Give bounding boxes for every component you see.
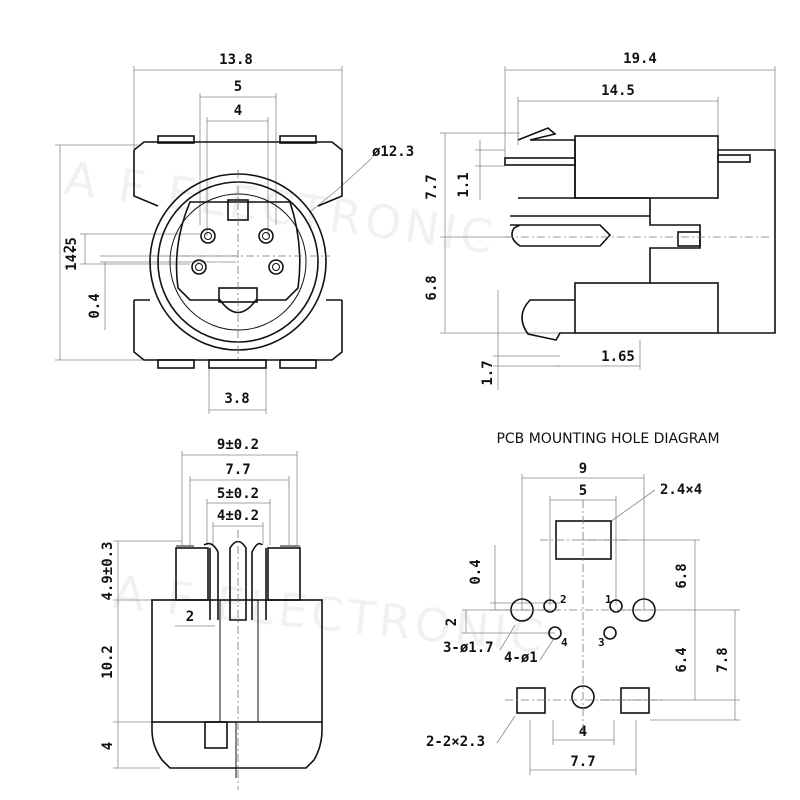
- pcb-pin1: 1: [605, 593, 612, 606]
- side-foot-label: 1.7: [480, 360, 496, 385]
- bottom-4-label: 4±0.2: [217, 508, 259, 524]
- pcb-v2-label: 2: [444, 618, 460, 626]
- side-tab-label: 1.1: [456, 172, 472, 197]
- pcb-slot-label: 2.4×4: [660, 482, 702, 498]
- front-width-label: 13.8: [219, 52, 253, 68]
- side-total-label: 19.4: [623, 51, 657, 67]
- pcb-h68-label: 6.8: [674, 563, 690, 588]
- pcb-pads-label: 2-2×2.3: [426, 734, 485, 750]
- bottom-outer-label: 9±0.2: [217, 437, 259, 453]
- bottom-mid-label: 7.7: [225, 462, 250, 478]
- side-top-label: 7.7: [424, 174, 440, 199]
- side-view: 19.4 14.5 7.7 1.1 6.8 1.7 1.65: [424, 51, 776, 390]
- pcb-hole-diagram: PCB MOUNTING HOLE DIAGRAM 9 5 2.4×4 0.4 …: [426, 431, 740, 775]
- front-view: 13.8 5 4 ø12.3 14.5 2 0.4 3.8: [55, 52, 414, 414]
- pcb-h78-label: 7.8: [715, 647, 731, 672]
- bottom-small-label: 2: [186, 609, 194, 625]
- pcb-holes3-label: 3-ø1.7: [443, 640, 494, 656]
- front-pinspan-label: 5: [234, 79, 242, 95]
- pcb-pin4: 4: [561, 636, 568, 649]
- pcb-off04-label: 0.4: [468, 559, 484, 584]
- pcb-holes4-label: 4-ø1: [504, 650, 538, 666]
- pcb-h64-label: 6.4: [674, 647, 690, 672]
- front-pinoffset-label: 2: [62, 245, 78, 253]
- bottom-view: 9±0.2 7.7 5±0.2 4±0.2 4.9±0.3 10.2 4 2: [100, 437, 323, 790]
- bottom-5-label: 5±0.2: [217, 486, 259, 502]
- pcb-w9-label: 9: [579, 461, 587, 477]
- front-bottom-label: 3.8: [224, 391, 249, 407]
- side-pin-label: 1.65: [601, 349, 635, 365]
- side-lower-label: 6.8: [424, 275, 440, 300]
- pcb-pin3: 3: [598, 636, 605, 649]
- side-body-label: 14.5: [601, 83, 635, 99]
- front-height-label: 14.5: [64, 237, 80, 271]
- pcb-title: PCB MOUNTING HOLE DIAGRAM: [496, 431, 719, 447]
- pcb-pin2: 2: [560, 593, 567, 606]
- front-diameter-label: ø12.3: [372, 144, 414, 160]
- bottom-toph-label: 4.9±0.3: [100, 541, 116, 600]
- bottom-body-label: 10.2: [100, 645, 116, 679]
- pcb-w77-label: 7.7: [570, 754, 595, 770]
- front-keyoffset-label: 0.4: [87, 293, 103, 318]
- watermark-top: A F ELECTRONIC: [61, 151, 500, 265]
- front-inner-label: 4: [234, 103, 242, 119]
- bottom-base-label: 4: [100, 742, 116, 750]
- pcb-w5-label: 5: [579, 483, 587, 499]
